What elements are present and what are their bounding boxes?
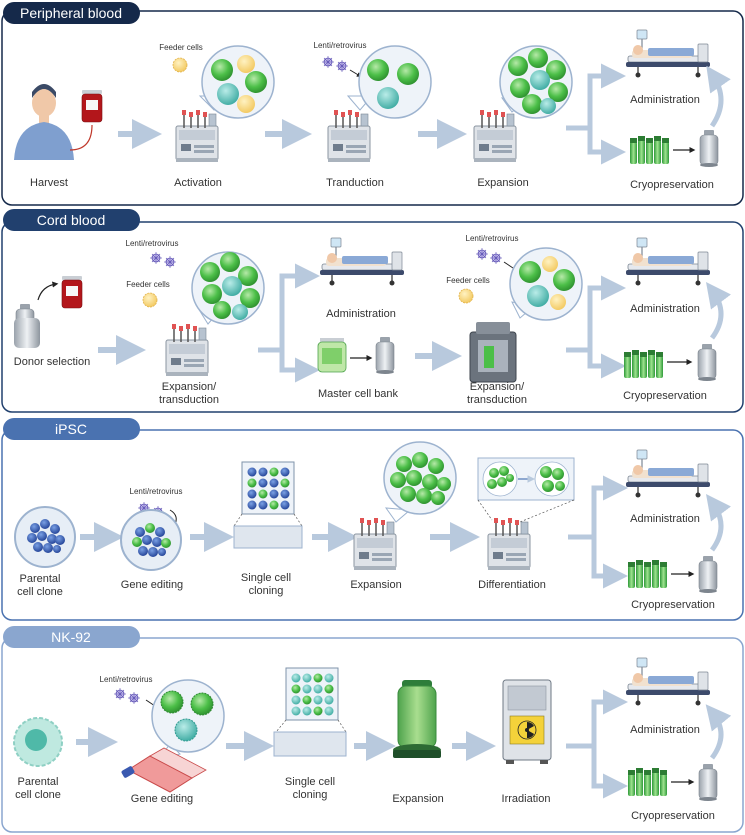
- petri-dish-edited-icon: [120, 509, 182, 571]
- cryo-tank-icon: [698, 555, 718, 594]
- magnified-cells-cord-expansion: [191, 251, 265, 325]
- step-transduction: Tranduction: [326, 177, 384, 189]
- cryo-tank-icon: [698, 763, 718, 802]
- note-lentivirus: Lenti/retrovirus: [100, 675, 153, 684]
- note-lentivirus: Lenti/retrovirus: [314, 41, 367, 50]
- cryo-vials-icon: [624, 350, 663, 378]
- outcome-administration: Administration: [630, 513, 700, 525]
- cryo-vials-icon: [628, 560, 667, 588]
- feeder-cell-icon: [458, 288, 474, 304]
- step-donor-selection: Donor selection: [14, 356, 90, 368]
- incubator-cabinet-icon: [469, 322, 517, 383]
- note-lentivirus: Lenti/retrovirus: [466, 234, 519, 243]
- section-frame-ipsc: [1, 429, 744, 621]
- magnified-cells-expansion: [499, 45, 573, 119]
- step-nk-gene-editing: Gene editing: [131, 793, 193, 805]
- step-gene-editing: Gene editing: [121, 579, 183, 591]
- step-nk-single-cell-line1: Single cell: [285, 776, 335, 788]
- master-cell-bank-bag-icon: [317, 338, 347, 373]
- note-feeder-cells: Feeder cells: [446, 276, 490, 285]
- note-lentivirus: Lenti/retrovirus: [126, 239, 179, 248]
- outcome-cryopreservation: Cryopreservation: [631, 599, 715, 611]
- step-cord-expansion2-line2: transduction: [467, 394, 527, 406]
- bioreactor-jar-icon: [393, 680, 441, 758]
- magnified-cells-activation: [201, 45, 275, 119]
- step-cord-expansion-line1: Expansion/: [162, 381, 217, 393]
- petri-dish-parental-icon: [14, 506, 76, 568]
- cryo-tank-icon: [697, 343, 717, 382]
- outcome-cryopreservation: Cryopreservation: [630, 179, 714, 191]
- nk92-section: Parental cell clone Lenti/retrovirus Gen…: [13, 657, 732, 822]
- outcome-cryopreservation: Cryopreservation: [631, 810, 715, 822]
- well-plate-icon: [233, 461, 303, 549]
- ipsc-section: Parental cell clone Lenti/retrovirus Gen…: [14, 441, 731, 611]
- step-nk-expansion: Expansion: [392, 793, 443, 805]
- step-harvest: Harvest: [30, 177, 68, 189]
- nk-cell-icon: [13, 717, 63, 767]
- outcome-administration: Administration: [630, 303, 700, 315]
- nk-well-plate-icon: [273, 667, 347, 757]
- section-title-cord-blood: Cord blood: [3, 209, 140, 231]
- cryo-vials-icon: [630, 136, 669, 164]
- cryo-vials-icon: [628, 768, 667, 796]
- feeder-cell-icon: [172, 57, 188, 73]
- step-cord-expansion-line2: transduction: [159, 394, 219, 406]
- magnified-cells-nk: [151, 679, 225, 753]
- step-activation: Activation: [174, 177, 222, 189]
- title-text: iPSC: [55, 421, 87, 437]
- magnified-cells-transduction: [358, 45, 432, 119]
- outcome-administration: Administration: [630, 94, 700, 106]
- step-nk-parental-line1: Parental: [18, 776, 59, 788]
- step-single-cell-line1: Single cell: [241, 572, 291, 584]
- step-ipsc-expansion: Expansion: [350, 579, 401, 591]
- irradiator-icon: [502, 679, 552, 764]
- step-parental-line2: cell clone: [17, 586, 63, 598]
- title-text: Cord blood: [37, 212, 106, 228]
- step-parental-line1: Parental: [20, 573, 61, 585]
- step-nk-parental-line2: cell clone: [15, 789, 61, 801]
- outcome-cryopreservation: Cryopreservation: [623, 390, 707, 402]
- step-single-cell-line2: cloning: [249, 585, 284, 597]
- cord-blood-bag-icon: [61, 275, 83, 309]
- cord-blood-section: Donor selection Lenti/retrovirus Feeder …: [14, 234, 731, 406]
- step-differentiation: Differentiation: [478, 579, 546, 591]
- culture-flask-icon: [121, 747, 207, 793]
- title-text: Peripheral blood: [20, 5, 122, 21]
- step-expansion: Expansion: [477, 177, 528, 189]
- step-master-cell-bank: Master cell bank: [318, 388, 399, 400]
- magnified-cells-cord-second: [509, 247, 583, 321]
- step-irradiation: Irradiation: [502, 793, 551, 805]
- section-title-ipsc: iPSC: [3, 418, 140, 440]
- outcome-administration: Administration: [630, 724, 700, 736]
- note-feeder-cells: Feeder cells: [159, 43, 203, 52]
- section-title-nk92: NK-92: [3, 626, 140, 648]
- differentiation-inset: [477, 457, 575, 523]
- blood-bag-icon: [81, 89, 103, 123]
- title-text: NK-92: [51, 629, 91, 645]
- feeder-cell-icon: [142, 292, 158, 308]
- donor-person-icon: [14, 84, 74, 160]
- cryo-tank-icon: [375, 336, 395, 375]
- step-nk-single-cell-line2: cloning: [293, 789, 328, 801]
- step-cord-expansion2-line1: Expansion/: [470, 381, 525, 393]
- step-cord-administration: Administration: [326, 308, 396, 320]
- peripheral-blood-section: Harvest Feeder cells Activation Lenti/re…: [14, 29, 731, 191]
- magnified-cells-ipsc-expansion: [383, 441, 457, 515]
- section-title-peripheral-blood: Peripheral blood: [3, 2, 140, 24]
- note-feeder-cells: Feeder cells: [126, 280, 170, 289]
- note-lentivirus: Lenti/retrovirus: [130, 487, 183, 496]
- cryo-tank-icon: [699, 129, 719, 168]
